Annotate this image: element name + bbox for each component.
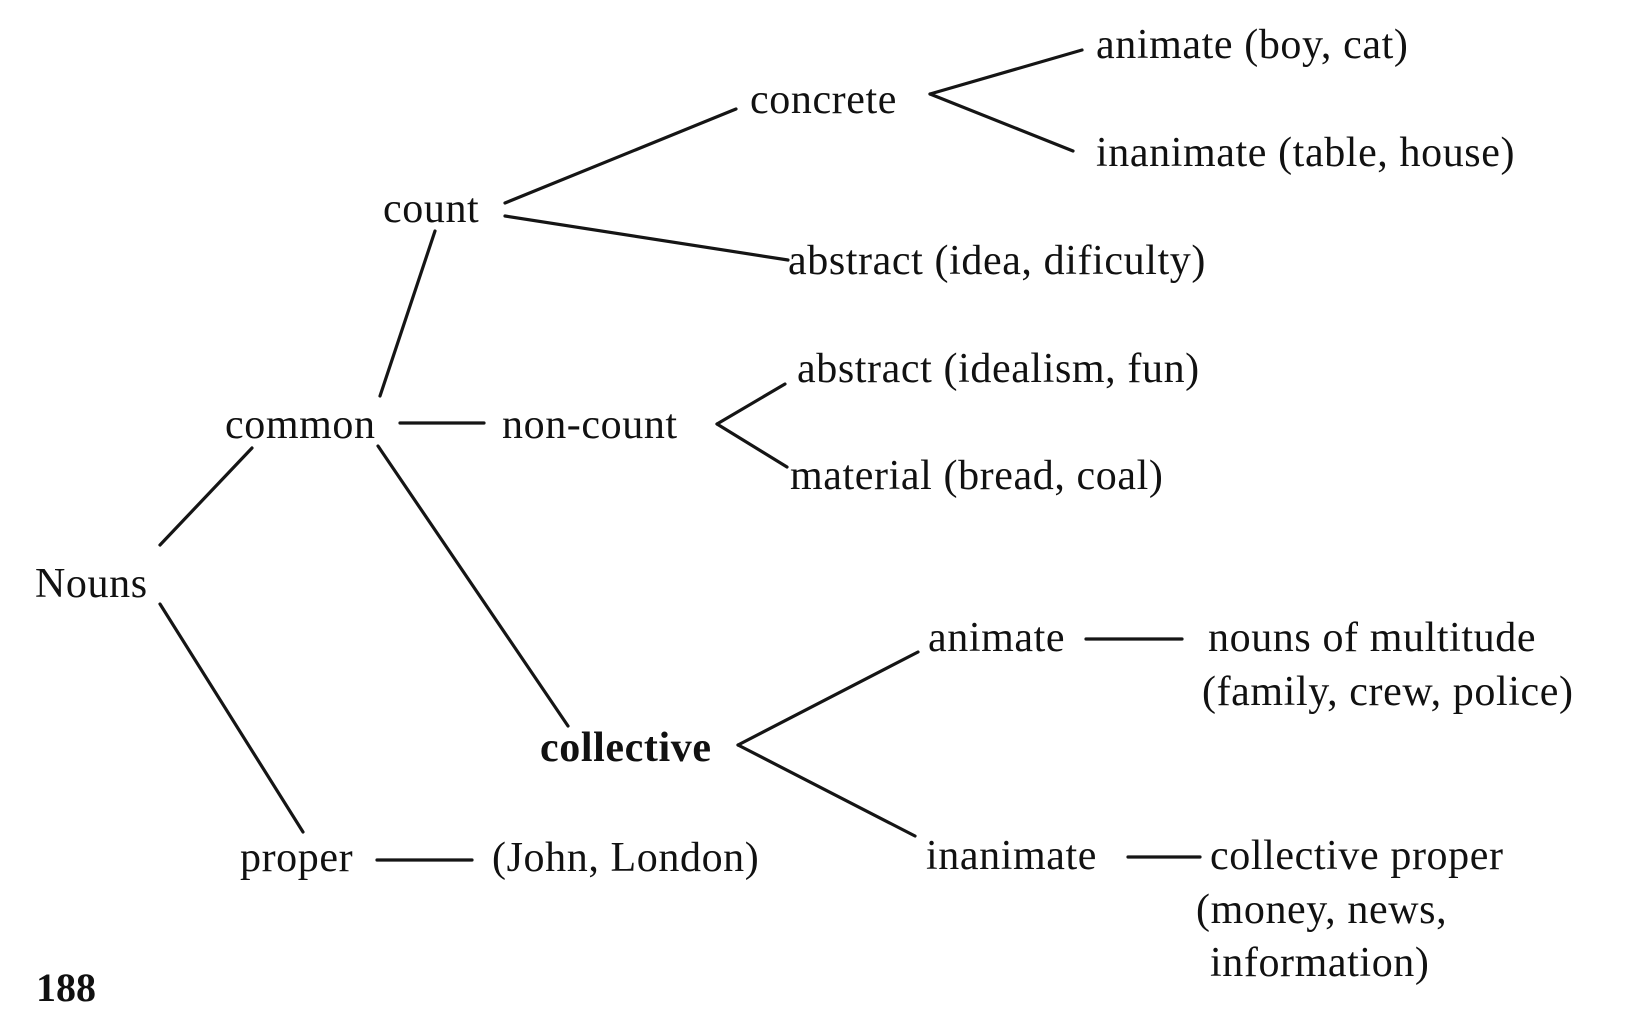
node-common: common — [225, 402, 376, 448]
node-concrete-inanimate: inanimate (table, house) — [1096, 130, 1516, 176]
edge-count-abstract — [503, 214, 790, 262]
edge-concrete-inanimate — [928, 92, 1075, 153]
edge-noncount-material — [715, 422, 789, 469]
edge-common-collective — [376, 444, 570, 728]
node-concrete: concrete — [750, 77, 898, 123]
node-non-count: non-count — [502, 402, 678, 448]
node-count: count — [383, 186, 480, 232]
node-noncount-material: material (bread, coal) — [790, 453, 1164, 499]
page-number: 188 — [36, 965, 96, 1010]
node-collective-proper-title: collective proper — [1210, 833, 1504, 879]
node-collective: collective — [540, 725, 712, 771]
node-multitude-examples: (family, crew, police) — [1202, 669, 1574, 715]
edge-count-concrete — [503, 107, 738, 205]
node-collective-proper-examples-2: information) — [1210, 940, 1430, 986]
edge-collective-inanimate — [736, 743, 917, 838]
edge-nouns-common — [158, 446, 254, 547]
node-proper: proper — [240, 835, 354, 881]
node-noncount-abstract: abstract (idealism, fun) — [797, 346, 1200, 392]
node-nouns: Nouns — [35, 561, 148, 607]
node-collective-animate: animate — [928, 615, 1066, 661]
node-proper-example: (John, London) — [492, 835, 760, 881]
edge-concrete-animate — [928, 48, 1084, 96]
node-count-abstract: abstract (idea, dificulty) — [788, 238, 1206, 284]
node-multitude-title: nouns of multitude — [1208, 615, 1537, 661]
edge-noncount-abstract — [715, 382, 787, 426]
edge-collective-animate — [736, 650, 920, 747]
node-concrete-animate: animate (boy, cat) — [1096, 22, 1409, 68]
node-collective-inanimate: inanimate — [926, 833, 1098, 879]
node-collective-proper-examples-1: (money, news, — [1196, 887, 1448, 933]
edge-common-count — [378, 229, 437, 398]
edge-nouns-proper — [158, 602, 305, 834]
